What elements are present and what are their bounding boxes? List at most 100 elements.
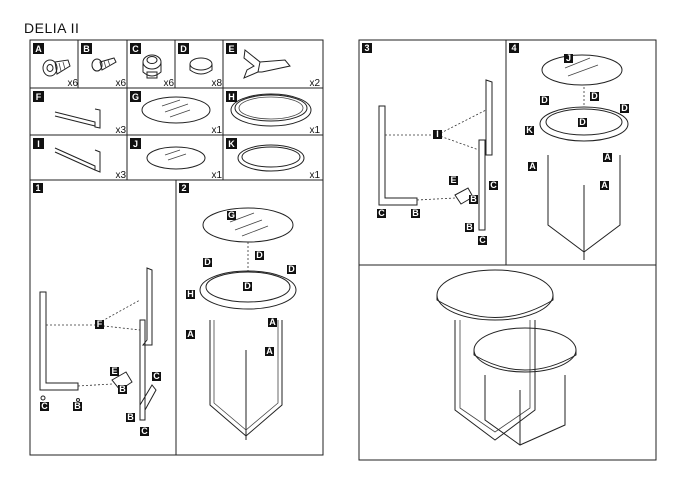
part-d-pad-drawing — [189, 57, 213, 75]
part-a-bolt-drawing — [42, 59, 71, 77]
svg-text:A: A — [529, 161, 536, 171]
step-1-callout-b: B — [118, 384, 127, 394]
step-1-callout-b: B — [73, 401, 82, 411]
part-qty-k: x1 — [309, 170, 320, 181]
part-f-bar-drawing — [54, 108, 101, 129]
svg-text:H: H — [187, 289, 194, 299]
step-number-1: 1 — [33, 183, 43, 193]
svg-text:E: E — [450, 175, 456, 185]
step-4-drawing — [539, 54, 629, 260]
step-4-callout-d: D — [620, 103, 629, 113]
svg-text:K: K — [526, 125, 533, 135]
part-label-a: A — [33, 43, 44, 54]
step-3-callout-c: C — [478, 235, 487, 245]
step-3-drawing — [378, 79, 493, 231]
part-e-connector-drawing — [243, 49, 291, 79]
svg-text:A: A — [601, 180, 608, 190]
step-2-callout-g: G — [227, 210, 236, 220]
svg-text:C: C — [153, 371, 160, 381]
step-2-callout-a: A — [265, 346, 274, 356]
svg-text:B: B — [470, 194, 477, 204]
step-2-callout-a: A — [268, 317, 277, 327]
svg-text:K: K — [228, 139, 235, 149]
svg-text:E: E — [228, 44, 234, 54]
part-i-bar-drawing — [54, 147, 101, 173]
svg-text:D: D — [288, 264, 295, 274]
part-c-foot-drawing — [142, 54, 162, 79]
svg-text:D: D — [621, 103, 628, 113]
svg-text:B: B — [119, 384, 126, 394]
part-label-h: H — [226, 91, 237, 102]
step-1-callout-c: C — [152, 371, 161, 381]
svg-text:3: 3 — [364, 43, 369, 53]
step-2-callout-h: H — [186, 289, 195, 299]
svg-text:4: 4 — [511, 43, 516, 53]
part-label-i: I — [33, 138, 44, 149]
step-4-callout-k: K — [525, 125, 534, 135]
svg-text:D: D — [256, 250, 263, 260]
part-k-ring-drawing — [237, 144, 305, 172]
part-qty-c: x6 — [163, 78, 174, 89]
svg-text:D: D — [591, 91, 598, 101]
step-1-callout-e: E — [110, 366, 119, 376]
step-4-callout-a: A — [603, 152, 612, 162]
svg-text:1: 1 — [35, 183, 40, 193]
part-qty-i: x3 — [115, 170, 126, 181]
svg-text:D: D — [244, 281, 251, 291]
part-label-g: G — [130, 91, 141, 102]
step-3-callout-c: C — [377, 208, 386, 218]
step-4-callout-d: D — [578, 117, 587, 127]
svg-text:B: B — [74, 401, 81, 411]
part-qty-a: x6 — [67, 78, 78, 89]
svg-text:I: I — [37, 139, 40, 149]
part-qty-b: x6 — [115, 78, 126, 89]
step-number-2: 2 — [179, 183, 189, 193]
part-j-glass-drawing — [146, 146, 206, 170]
svg-text:D: D — [541, 95, 548, 105]
svg-text:A: A — [35, 44, 42, 54]
svg-text:C: C — [41, 401, 48, 411]
svg-text:J: J — [566, 53, 571, 63]
step-3-callout-c: C — [489, 180, 498, 190]
svg-text:A: A — [187, 329, 194, 339]
step-1-drawing — [39, 267, 157, 421]
part-g-glass-drawing — [141, 96, 211, 124]
step-2-drawing — [199, 207, 297, 440]
svg-text:B: B — [412, 208, 419, 218]
part-qty-j: x1 — [211, 170, 222, 181]
step-4-callout-d: D — [590, 91, 599, 101]
part-label-b: B — [81, 43, 92, 54]
step-4-callout-j: J — [564, 53, 573, 63]
step-1-callout-b: B — [126, 412, 135, 422]
step-3-callout-b: B — [469, 194, 478, 204]
svg-text:C: C — [378, 208, 385, 218]
step-2-callout-d: D — [255, 250, 264, 260]
right-page-frame — [358, 39, 657, 461]
part-qty-h: x1 — [309, 125, 320, 136]
step-4-callout-d: D — [540, 95, 549, 105]
svg-text:A: A — [604, 152, 611, 162]
step-4-callout-a: A — [600, 180, 609, 190]
part-b-screw-drawing — [91, 57, 117, 72]
svg-text:G: G — [228, 210, 235, 220]
part-h-ring-drawing — [230, 93, 312, 127]
left-page-frame — [29, 39, 324, 456]
part-label-k: K — [226, 138, 237, 149]
step-2-callout-d: D — [287, 264, 296, 274]
svg-text:H: H — [228, 92, 235, 102]
document-title: DELIA II — [24, 20, 80, 36]
svg-text:D: D — [579, 117, 586, 127]
svg-text:B: B — [466, 222, 473, 232]
step-1-callout-c: C — [40, 401, 49, 411]
svg-text:F: F — [36, 92, 42, 102]
part-qty-g: x1 — [211, 125, 222, 136]
final-tables-drawing — [436, 269, 577, 446]
part-qty-d: x8 — [211, 78, 222, 89]
part-label-d: D — [178, 43, 189, 54]
svg-text:F: F — [97, 319, 103, 329]
step-4-callout-a: A — [528, 161, 537, 171]
step-3-callout-i: I — [433, 129, 442, 139]
svg-text:C: C — [132, 44, 139, 54]
